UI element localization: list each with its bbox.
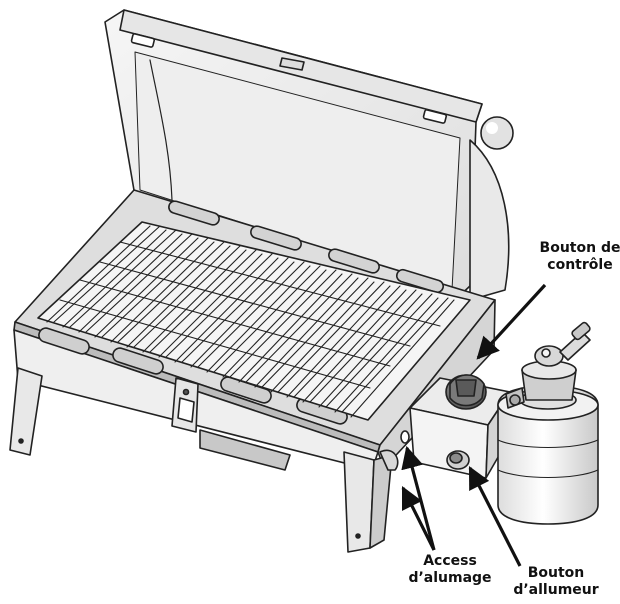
callout-ignition-access: Access d’alumage xyxy=(402,553,498,587)
gas-regulator xyxy=(505,321,591,409)
callout-ignition-access-line2: d’alumage xyxy=(408,570,492,586)
latch-clip-icon xyxy=(171,377,199,433)
control-knob-icon xyxy=(445,374,487,410)
callout-control-knob: Bouton de contrôle xyxy=(534,240,620,274)
lid-handle-knob-icon xyxy=(480,116,514,150)
callout-arrows xyxy=(401,283,547,567)
cooking-grate xyxy=(37,221,471,421)
callout-ignition-access-line1: Access xyxy=(423,553,477,569)
grill-lid xyxy=(104,9,483,301)
ignition-access-hole-icon xyxy=(400,430,410,444)
callout-igniter-button: Bouton d’allumeur xyxy=(507,565,605,599)
callout-igniter-button-line1: Bouton xyxy=(527,565,585,581)
callout-control-knob-line2: contrôle xyxy=(547,257,613,273)
igniter-button-icon xyxy=(446,450,470,470)
grill-legs xyxy=(9,367,399,553)
callout-igniter-button-line2: d’allumeur xyxy=(513,582,599,598)
callout-control-knob-line1: Bouton de xyxy=(539,240,620,256)
